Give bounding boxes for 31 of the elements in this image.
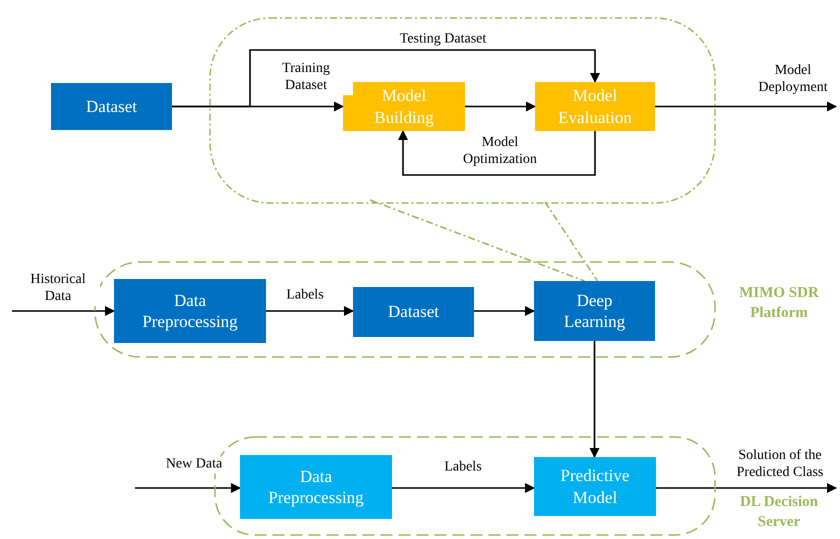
process-box [353,287,474,337]
arrow [474,306,535,316]
arrow [392,483,535,493]
box-label: Data Preprocessing [267,466,365,508]
arrow [12,306,115,316]
box-label: Deep Learning [562,290,626,332]
arrow [465,102,536,112]
process-box [534,281,655,341]
box-label: Dataset [388,301,439,323]
arrow [172,49,600,108]
arrow [655,102,837,112]
process-box [535,82,655,131]
arrow [135,483,241,493]
arrow [590,341,600,458]
box-label: Model Evaluation [557,85,633,128]
process-box [114,279,266,343]
box-label: Predictive Model [560,465,630,508]
process-box [534,457,656,516]
dash-dot-line [370,199,585,282]
box-label: Dataset [86,96,137,118]
dash-dot-line [544,202,598,282]
box-label: Model Building [373,85,435,128]
arrow [398,130,596,176]
process-box [343,82,465,131]
arrow [656,483,837,493]
region-title: MIMO SDR Platform [738,284,820,322]
arrow [266,306,354,316]
box-label: Data Preprocessing [141,290,239,332]
region-title: DL Decision Server [739,493,819,532]
process-box [51,83,172,130]
process-box [240,455,392,519]
